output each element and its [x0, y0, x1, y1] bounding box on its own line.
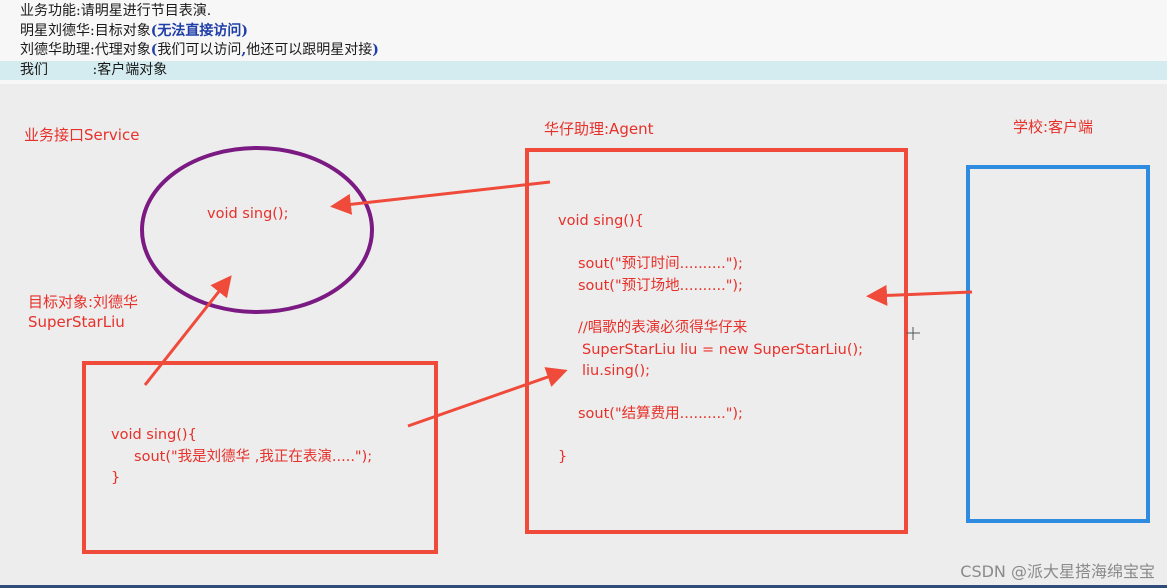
agent-code-comment: //唱歌的表演必须得华仔来 — [578, 320, 748, 336]
client-box — [966, 165, 1150, 523]
note-line-target: 明星刘德华:目标对象(无法直接访问) — [20, 23, 248, 39]
agent-label: 华仔助理:Agent — [544, 120, 654, 138]
target-box — [82, 361, 438, 554]
agent-box — [525, 148, 908, 534]
target-label-class: SuperStarLiu — [28, 313, 125, 331]
arrow-client-to-agent — [866, 284, 973, 306]
arrow-target-to-service — [143, 275, 232, 386]
service-code: void sing(); — [207, 206, 289, 222]
agent-code-line: } — [558, 449, 568, 465]
target-code: void sing(){ sout("我是刘德华 ,我正在表演....."); … — [111, 427, 373, 486]
arrow-target-to-agent — [407, 367, 568, 428]
agent-code-line: sout("预订场地.........."); — [578, 278, 743, 294]
watermark: CSDN @派大星搭海绵宝宝 — [960, 562, 1155, 581]
target-label: 目标对象:刘德华 — [28, 293, 139, 311]
service-ellipse — [140, 146, 374, 314]
note-line-client: 我们 :客户端对象 — [0, 61, 1167, 80]
client-label: 学校:客户端 — [1013, 118, 1094, 136]
agent-code-line: liu.sing(); — [582, 363, 651, 379]
note-line-proxy: 刘德华助理:代理对象(我们可以访问,他还可以跟明星对接) — [20, 42, 379, 58]
bottom-strip — [0, 585, 1167, 588]
move-cursor-icon — [906, 327, 920, 340]
agent-code-line: SuperStarLiu liu = new SuperStarLiu(); — [582, 342, 864, 358]
agent-code-line: sout("预订时间.........."); — [578, 256, 743, 272]
note-line-business: 业务功能:请明星进行节目表演. — [20, 3, 212, 19]
service-label: 业务接口Service — [24, 126, 140, 144]
agent-code-line: void sing(){ — [558, 213, 644, 229]
arrow-agent-to-service — [330, 180, 551, 215]
agent-code-line: sout("结算费用.........."); — [578, 406, 743, 422]
